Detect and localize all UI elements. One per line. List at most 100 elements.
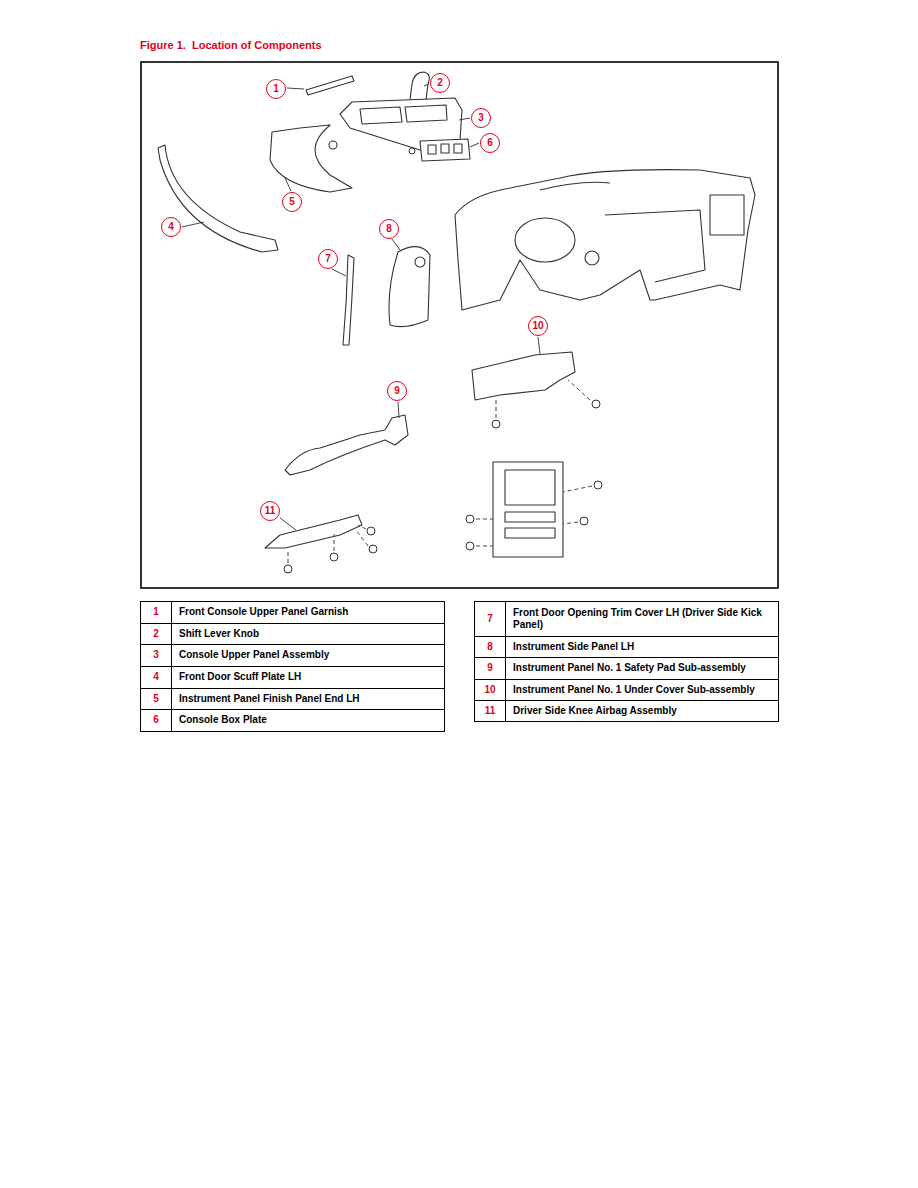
screw-axis	[476, 519, 493, 520]
callout-text: 5	[289, 197, 295, 207]
table-number: 2	[153, 628, 159, 641]
finish-panel-end	[270, 125, 352, 192]
leader-line	[332, 269, 346, 276]
screw	[330, 553, 338, 561]
screw	[409, 148, 415, 154]
table-number-cell: 11	[474, 700, 506, 722]
console-box-plate	[420, 139, 470, 161]
callout-number: 4	[161, 217, 181, 237]
leader-line	[287, 88, 304, 89]
part-name: Instrument Panel No. 1 Safety Pad Sub-as…	[513, 662, 746, 675]
figure-title: Figure 1. Location of Components	[140, 39, 322, 51]
part-name: Instrument Side Panel LH	[513, 641, 634, 654]
side-panel-grille	[415, 257, 425, 267]
part-name: Instrument Panel Finish Panel End LH	[179, 693, 360, 706]
screw-axis	[496, 398, 497, 418]
callout-number: 10	[528, 316, 548, 336]
table-name-cell: Instrument Panel Finish Panel End LH	[171, 688, 445, 710]
leader-line	[182, 222, 204, 227]
table-name-cell: Console Box Plate	[171, 709, 445, 732]
radio-unit	[493, 462, 563, 557]
table-name-cell: Front Door Scuff Plate LH	[171, 666, 445, 689]
part-name: Front Door Scuff Plate LH	[179, 671, 301, 684]
table-number: 10	[484, 684, 495, 697]
table-number-cell: 10	[474, 679, 506, 701]
callout-number: 5	[282, 192, 302, 212]
table-number: 9	[487, 662, 493, 675]
screw-axis	[334, 534, 335, 551]
table-name-cell: Instrument Panel No. 1 Safety Pad Sub-as…	[505, 657, 779, 680]
screw	[369, 545, 377, 553]
screw-axes	[288, 380, 592, 563]
table-number: 6	[153, 714, 159, 727]
part-name: Shift Lever Knob	[179, 628, 259, 641]
table-number-cell: 7	[474, 601, 506, 637]
table-name-cell: Instrument Side Panel LH	[505, 636, 779, 658]
side-panel	[389, 247, 430, 327]
callout-text: 4	[168, 222, 174, 232]
radio-buttons	[505, 528, 555, 538]
gauge-cluster	[515, 218, 575, 262]
callout-number: 2	[430, 73, 450, 93]
part-name: Console Box Plate	[179, 714, 267, 727]
screws	[284, 148, 602, 573]
screw-axis	[358, 525, 366, 529]
screw-axis	[563, 486, 592, 492]
screw	[580, 517, 588, 525]
parts	[158, 72, 755, 557]
part-name: Console Upper Panel Assembly	[179, 649, 329, 662]
leader-lines	[182, 84, 540, 530]
switch	[585, 251, 599, 265]
leader-line	[398, 402, 399, 418]
defroster-line	[540, 182, 610, 190]
table-name-cell: Front Console Upper Panel Garnish	[171, 601, 445, 624]
screw-axis	[568, 380, 590, 400]
table-name-cell: Instrument Panel No. 1 Under Cover Sub-a…	[505, 679, 779, 701]
leader-line	[459, 118, 470, 120]
callout-number: 1	[266, 79, 286, 99]
leader-line	[470, 143, 479, 147]
callout-text: 6	[487, 138, 493, 148]
under-cover	[472, 352, 575, 400]
screw	[492, 420, 500, 428]
air-vent	[710, 195, 744, 235]
glove-box-opening	[605, 210, 705, 282]
plate-switch	[441, 144, 449, 153]
screw-axis	[476, 546, 493, 547]
part-name: Instrument Panel No. 1 Under Cover Sub-a…	[513, 684, 755, 697]
kick-panel	[343, 255, 354, 345]
table-number-cell: 6	[140, 709, 172, 732]
console-opening	[360, 107, 402, 124]
table-number-cell: 1	[140, 601, 172, 624]
table-number-cell: 4	[140, 666, 172, 689]
table-number: 1	[153, 606, 159, 619]
garnish-strip	[306, 76, 354, 95]
callout-text: 1	[273, 84, 279, 94]
callout-number: 7	[318, 249, 338, 269]
screw-axis	[356, 530, 368, 546]
table-number: 11	[485, 705, 496, 718]
instrument-panel	[455, 170, 755, 310]
shift-knob	[410, 72, 429, 100]
scuff-plate	[158, 145, 278, 252]
screw	[592, 400, 600, 408]
screw-axis	[563, 522, 578, 524]
callout-number: 3	[471, 108, 491, 128]
callout-text: 11	[265, 506, 276, 516]
leader-line	[280, 518, 296, 530]
callout-number: 6	[480, 133, 500, 153]
table-number: 7	[487, 613, 493, 626]
screw	[367, 527, 375, 535]
table-number: 4	[153, 671, 159, 684]
callout-number: 8	[379, 219, 399, 239]
table-number-cell: 3	[140, 644, 172, 667]
callout-text: 8	[386, 224, 392, 234]
callout-text: 3	[478, 113, 484, 123]
table-number: 3	[153, 649, 159, 662]
table-name-cell: Shift Lever Knob	[171, 623, 445, 645]
table-number-cell: 5	[140, 688, 172, 710]
part-name: Driver Side Knee Airbag Assembly	[513, 705, 677, 718]
screw	[284, 565, 292, 573]
